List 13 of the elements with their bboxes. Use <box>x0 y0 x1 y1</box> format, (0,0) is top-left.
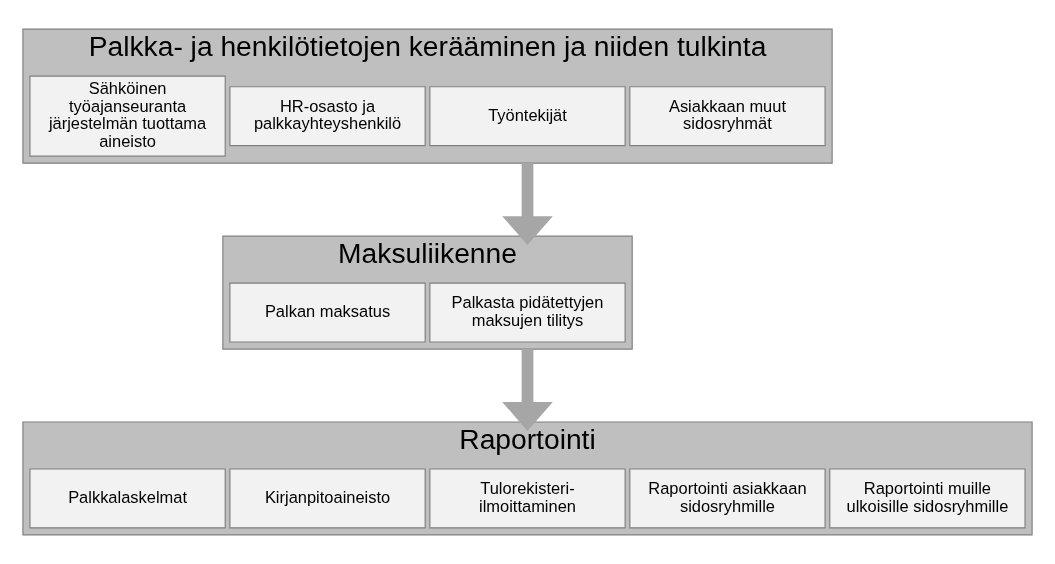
node-box: Raportointi asiakkaan sidosryhmille <box>629 468 826 529</box>
node-box: Asiakkaan muut sidosryhmät <box>629 86 826 147</box>
node-box: Työntekijät <box>429 86 626 147</box>
arrow <box>502 349 553 431</box>
node-box: HR-osasto ja palkkayhteyshenkilö <box>229 86 426 147</box>
node-box: Raportointi muille ulkoisille sidosryhmille <box>829 468 1026 529</box>
node-box: Sähköinen työajanseuranta järjestelmän tuottama aineisto <box>29 75 226 157</box>
node-box: Palkan maksatus <box>229 282 426 343</box>
node-box: Palkasta pidätettyjen maksujen tilitys <box>429 282 626 343</box>
node-box: Kirjanpitoaineisto <box>229 468 426 529</box>
node-box: Palkkalaskelmat <box>29 468 226 529</box>
node-box: Tulorekisteri-ilmoittaminen <box>429 468 626 529</box>
arrow <box>502 163 553 246</box>
